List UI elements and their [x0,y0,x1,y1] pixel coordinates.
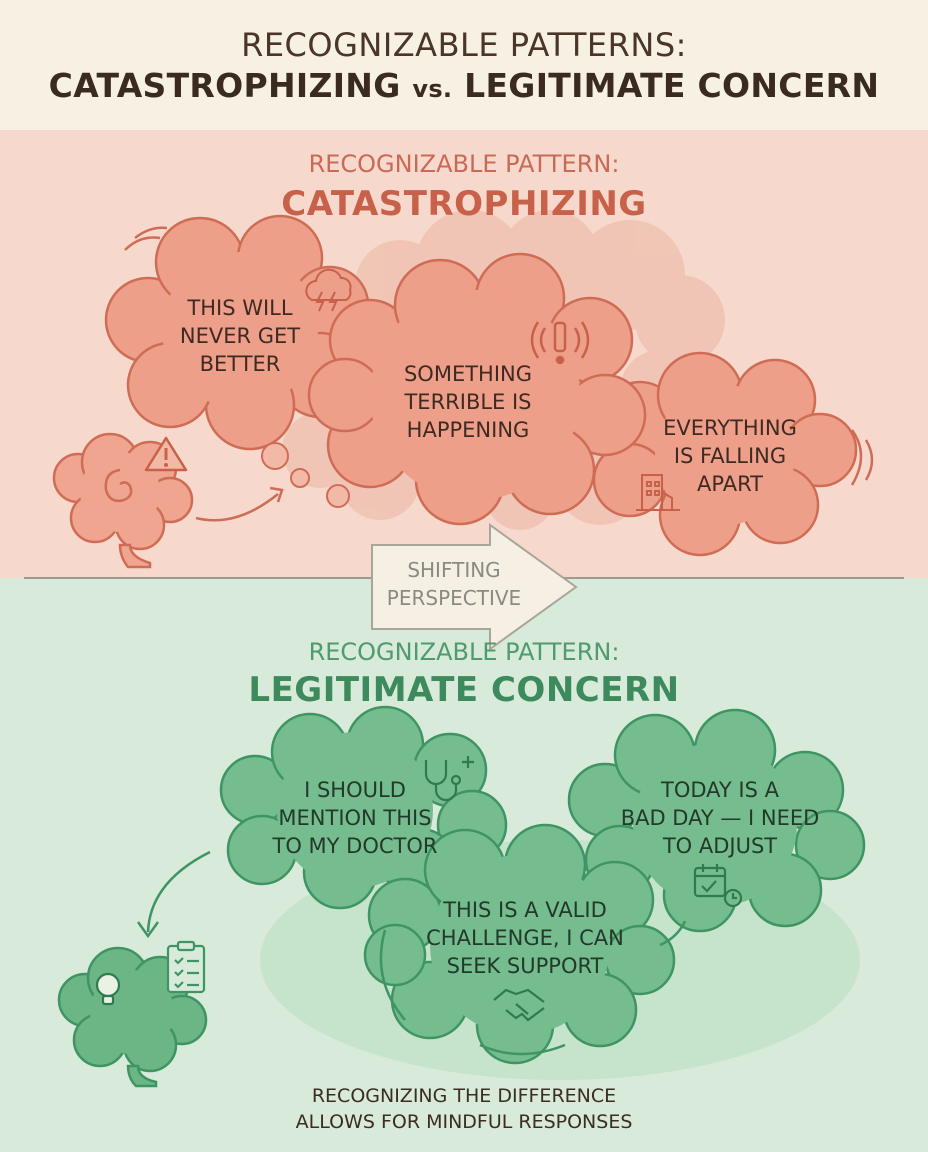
main-title-line1: Recognizable Patterns: [241,26,687,64]
main-title-legitimate: Legitimate Concern [464,66,880,105]
motion-line [850,429,863,486]
catastrophizing-title: Catastrophizing [281,184,647,224]
shifting-perspective-arrow [371,523,578,651]
alarm-icon [530,321,590,365]
legitimate-title: Legitimate Concern [248,670,680,710]
header-background [0,0,928,130]
clipboard-icon [166,940,206,994]
thought-dot [290,468,310,488]
building-icon [636,474,680,511]
brain-icon [52,432,194,569]
handshake-icon [493,988,545,1022]
arrow-head [269,486,284,503]
brain-spiral [104,468,133,503]
motion-line [864,439,874,481]
catastrophizing-thought-2: Something terrible is happening [403,362,533,442]
catastrophizing-label: Recognizable Pattern: [308,150,620,178]
motion-line [124,236,161,251]
lightbulb-icon [95,972,121,1006]
catastrophizing-thought-3: Everything is falling apart [663,416,797,496]
motion-line [479,1043,566,1056]
main-title-vs: vs. [412,75,453,103]
motion-line [134,226,168,239]
connector-line [659,920,687,947]
storm-cloud-icon [305,268,352,312]
motion-line [379,929,406,1021]
main-title-line2: Catastrophizing vs. Legitimate Concern [0,66,928,105]
shifting-perspective-label: Shifting Perspective [386,558,522,610]
arrow-to-cloud [195,493,279,522]
legitimate-thought-3: This is a valid challenge, I can seek su… [426,898,624,978]
thought-cloud-2 [307,252,647,526]
thought-cloud-3 [592,351,858,557]
thought-dot [261,442,289,470]
thought-cloud-4 [219,705,508,910]
thought-cloud-6 [363,823,676,1065]
legitimate-thought-1: I should mention this to my doctor [272,778,438,858]
thought-dot [326,484,350,508]
stethoscope-icon [424,756,474,802]
catastrophizing-thought-1: This will never get better [179,296,301,376]
legitimate-thought-2: Today is a bad day — I need to adjust [620,778,820,858]
footer-message: Recognizing the difference allows for mi… [295,1085,633,1133]
arrow-head [136,921,160,939]
legitimate-label: Recognizable Pattern: [308,638,620,666]
arrow-to-brain [146,850,211,933]
main-title-catastrophizing: Catastrophizing [48,66,401,105]
calendar-icon [693,864,743,908]
warning-icon [144,436,188,472]
